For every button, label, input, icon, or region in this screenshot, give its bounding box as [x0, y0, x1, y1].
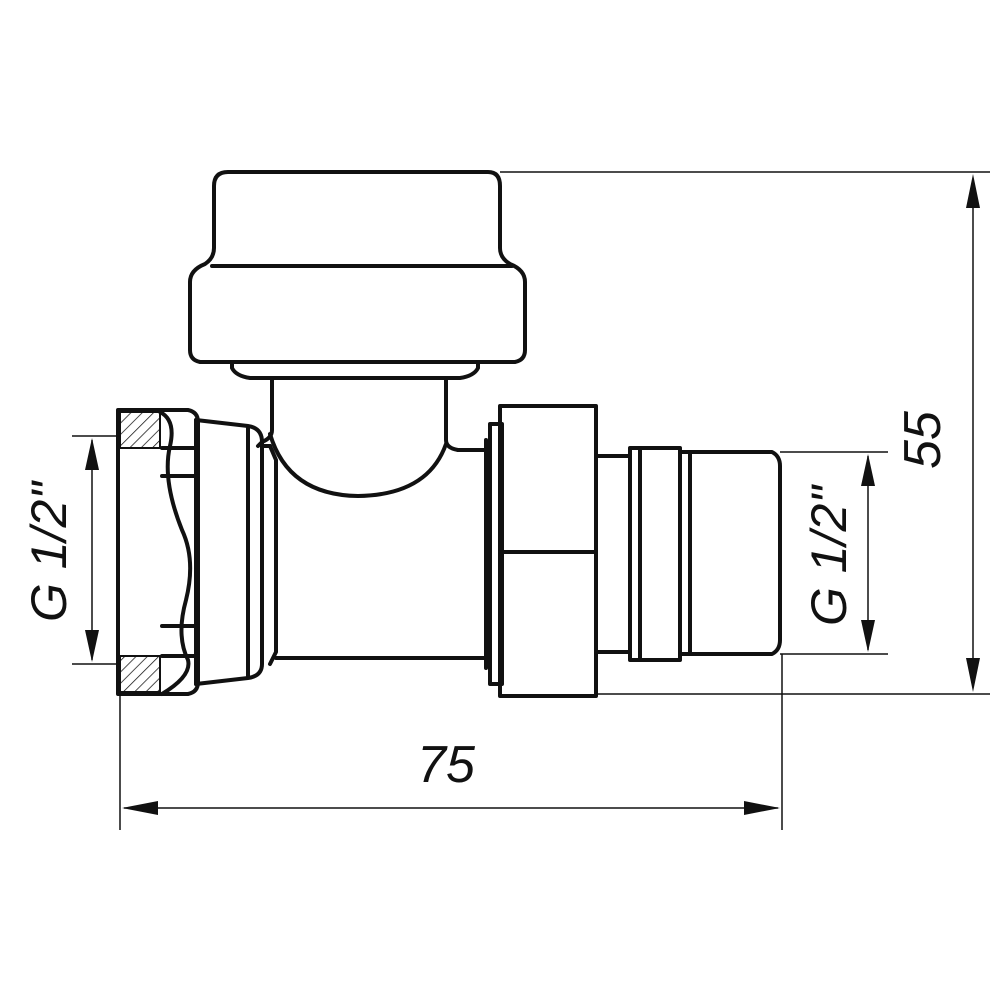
right-union-nut: [488, 404, 598, 698]
dimension-right-thread: G 1/2": [780, 451, 888, 655]
width-dimension-label: 75: [417, 736, 476, 794]
right-tailpiece: [594, 446, 782, 662]
dimension-width: 75: [119, 654, 783, 830]
dimension-left-thread: G 1/2": [21, 435, 120, 665]
height-dimension-label: 55: [894, 410, 952, 469]
left-union-nut: [116, 408, 264, 696]
dimension-height: 55: [500, 171, 990, 695]
hatch-section-top: [119, 411, 161, 449]
right-thread-label: G 1/2": [801, 484, 857, 626]
valve-stem: [256, 378, 460, 498]
hatch-section-bottom: [119, 655, 161, 693]
valve-body: [260, 438, 488, 670]
valve-cap: [188, 170, 527, 380]
left-thread-label: G 1/2": [21, 480, 77, 622]
